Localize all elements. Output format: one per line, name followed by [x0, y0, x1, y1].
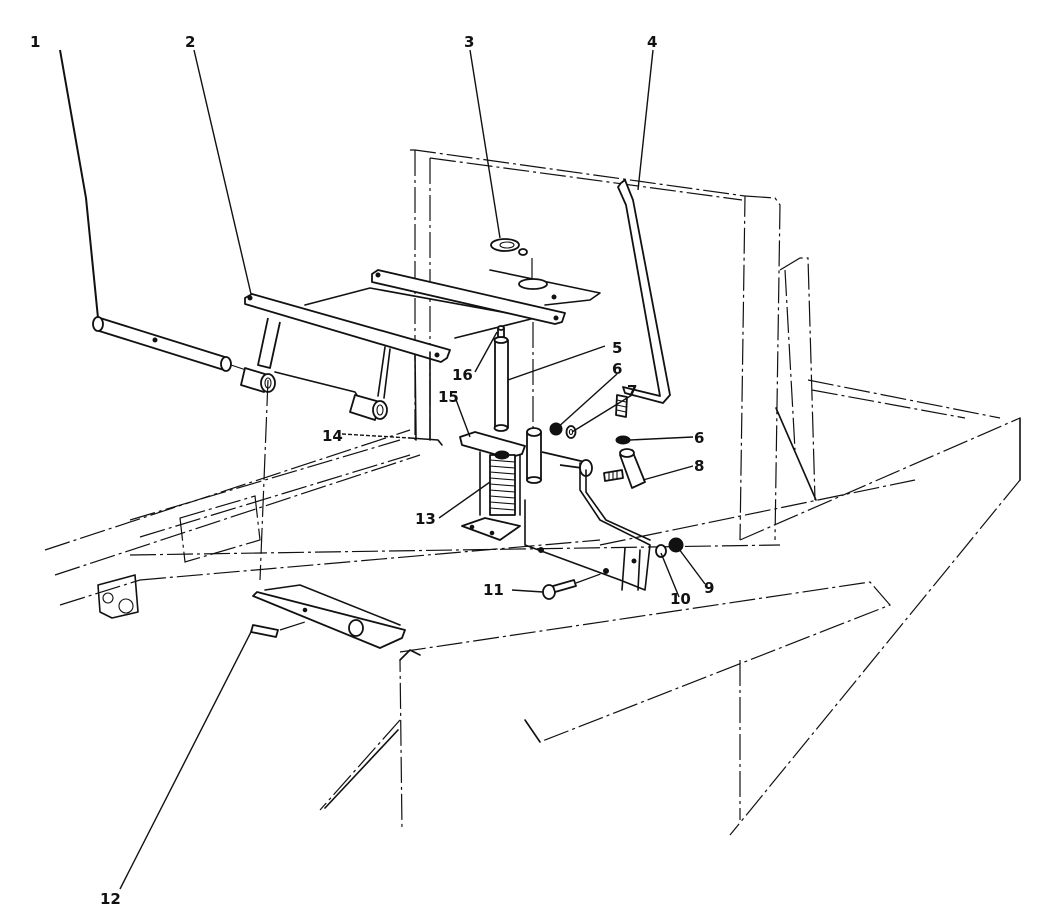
main-bracket [524, 451, 651, 591]
vertical-roller [526, 427, 542, 484]
callout-5: 5 [612, 339, 622, 357]
callout-12: 12 [100, 890, 121, 908]
callout-labels: 1 2 3 4 5 6 7 6 8 9 10 11 12 13 14 15 16 [30, 33, 714, 908]
part-4-bent-rod [615, 179, 671, 418]
part-15-bracket [459, 431, 526, 516]
callout-3: 3 [464, 33, 474, 51]
callout-15: 15 [438, 388, 459, 406]
callout-4: 4 [647, 33, 657, 51]
part-2-bail-assembly [240, 287, 536, 441]
callout-14: 14 [322, 427, 343, 445]
hinge-plate [252, 379, 406, 649]
part-3-clip [490, 238, 533, 282]
part-14-mount [409, 437, 443, 446]
part-10-washer [655, 544, 667, 558]
callout-6b: 6 [694, 429, 704, 447]
callout-16: 16 [452, 366, 473, 384]
callout-11: 11 [483, 581, 504, 599]
callout-13: 13 [415, 510, 436, 528]
callout-9: 9 [704, 579, 714, 597]
part-8-sleeve [603, 448, 646, 489]
callout-8: 8 [694, 457, 704, 475]
part-1-rod [92, 316, 247, 372]
part-13-spring [461, 450, 521, 541]
callout-6: 6 [612, 360, 622, 378]
part-7-washer [565, 425, 577, 439]
part-6-nut-right [615, 435, 631, 445]
part-11-screw [542, 571, 607, 600]
callout-10: 10 [670, 590, 691, 608]
leader-lines [59, 49, 706, 890]
callout-1: 1 [30, 33, 40, 51]
part-12-pin [250, 621, 306, 638]
callout-7: 7 [627, 382, 637, 400]
part-5-post [493, 325, 509, 432]
callout-2: 2 [185, 33, 195, 51]
top-plate [371, 269, 601, 430]
